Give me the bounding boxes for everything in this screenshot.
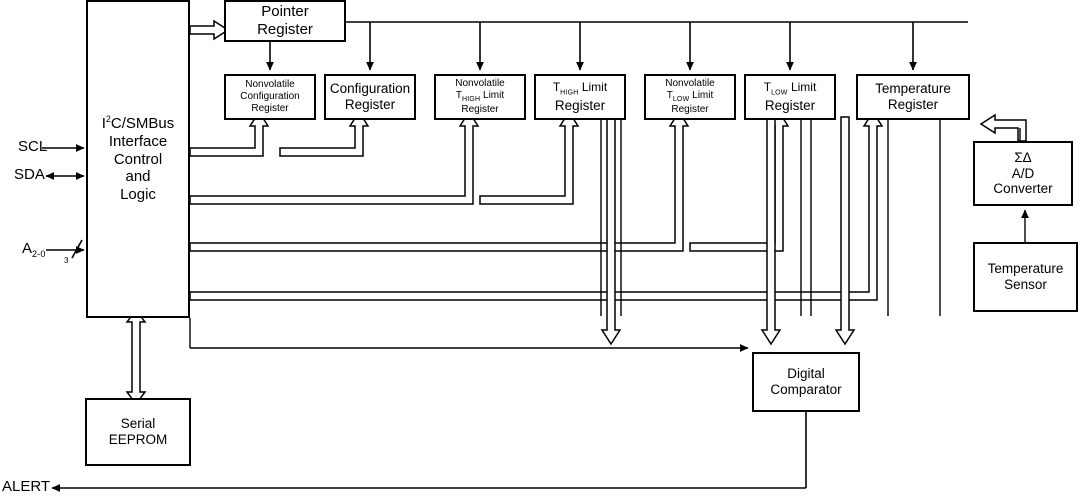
- block-nonvolatile-thigh-limit-register[interactable]: Nonvolatile THIGH Limit Register: [434, 74, 526, 120]
- block-serial-eeprom[interactable]: Serial EEPROM: [85, 398, 191, 466]
- thigh-line-1: THIGH Limit: [552, 80, 608, 97]
- serial-eeprom-line-2: EEPROM: [108, 432, 168, 447]
- tlow-line-2: Register: [764, 97, 816, 113]
- nv-thigh-line-2: THIGH Limit: [455, 89, 505, 103]
- interface-line-5: Logic: [120, 186, 156, 204]
- block-pointer-register[interactable]: Pointer Register: [224, 0, 346, 42]
- nv-tlow-line-3: Register: [671, 104, 709, 116]
- interface-line-3: Control: [113, 150, 163, 168]
- signal-label-scl: SCL: [18, 138, 48, 155]
- adc-line-1: ΣΔ: [1014, 149, 1032, 165]
- digital-comparator-line-1: Digital: [787, 366, 825, 382]
- pointer-register-line-1: Pointer: [261, 3, 309, 21]
- nv-thigh-line-1: Nonvolatile: [455, 78, 505, 90]
- temperature-register-line-1: Temperature: [875, 81, 951, 97]
- block-sigma-delta-adc[interactable]: ΣΔ A/D Converter: [973, 141, 1073, 206]
- block-i2c-smbus-interface[interactable]: I2C/SMBus Interface Control and Logic: [86, 0, 190, 318]
- adc-line-3: Converter: [993, 181, 1053, 197]
- block-configuration-register[interactable]: Configuration Register: [324, 74, 416, 120]
- block-thigh-limit-register[interactable]: THIGH Limit Register: [534, 74, 626, 120]
- config-line-2: Register: [344, 97, 396, 112]
- temp-sensor-line-2: Sensor: [1004, 277, 1047, 292]
- nv-tlow-line-2: TLOW Limit: [666, 89, 714, 103]
- signal-label-address-bus-width: 3: [64, 256, 69, 265]
- signal-label-address: A2-0: [22, 240, 46, 259]
- nv-tlow-line-1: Nonvolatile: [665, 78, 715, 90]
- block-nonvolatile-tlow-limit-register[interactable]: Nonvolatile TLOW Limit Register: [644, 74, 736, 120]
- signal-label-sda: SDA: [14, 166, 45, 183]
- nv-thigh-line-3: Register: [461, 104, 499, 116]
- interface-line-4: and: [125, 168, 151, 186]
- serial-eeprom-line-1: Serial: [120, 416, 156, 432]
- interface-line-1: I2C/SMBus: [101, 114, 175, 133]
- block-nonvolatile-configuration-register[interactable]: Nonvolatile Configuration Register: [224, 74, 316, 120]
- signal-label-alert: ALERT: [2, 478, 51, 495]
- adc-line-2: A/D: [1011, 165, 1035, 181]
- block-temperature-sensor[interactable]: Temperature Sensor: [973, 242, 1078, 312]
- block-tlow-limit-register[interactable]: TLOW Limit Register: [744, 74, 836, 120]
- pointer-register-line-2: Register: [257, 21, 313, 38]
- nv-config-line-2: Configuration: [240, 91, 300, 103]
- thigh-line-2: Register: [554, 97, 606, 113]
- config-line-1: Configuration: [329, 81, 411, 97]
- digital-comparator-line-2: Comparator: [770, 382, 842, 397]
- interface-line-2: Interface: [108, 132, 168, 150]
- temp-sensor-line-1: Temperature: [987, 261, 1064, 277]
- block-temperature-register[interactable]: Temperature Register: [856, 74, 970, 120]
- block-digital-comparator[interactable]: Digital Comparator: [752, 352, 860, 412]
- temperature-register-line-2: Register: [887, 97, 939, 112]
- tlow-line-1: TLOW Limit: [763, 80, 817, 97]
- nv-config-line-3: Register: [251, 102, 289, 114]
- nv-config-line-1: Nonvolatile: [245, 79, 295, 91]
